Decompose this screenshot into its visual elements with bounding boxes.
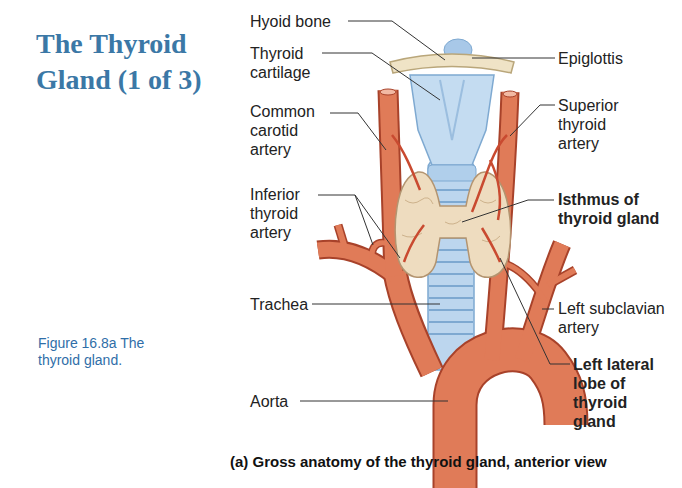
slide-title: The Thyroid Gland (1 of 3) [36,26,216,98]
part-label: Superior thyroid artery [558,96,648,153]
leader-lines [300,21,570,401]
part-label: Aorta [250,392,300,411]
figure-caption: (a) Gross anatomy of the thyroid gland, … [230,452,675,471]
part-label: Common carotid artery [250,102,330,159]
part-label: Left subclavian artery [558,299,676,337]
part-label: Isthmus of thyroid gland [558,190,678,228]
part-label: Left lateral lobe of thyroid gland [573,355,668,431]
part-label: Hyoid bone [250,12,346,31]
part-label: Trachea [250,295,320,314]
part-label: Thyroid cartilage [250,44,330,82]
part-label: Inferior thyroid artery [250,185,330,242]
figure-number: Figure 16.8a The thyroid gland. [38,335,173,369]
thyroid-gland-drawing [392,135,510,277]
larynx-drawing [390,39,514,181]
part-label: Epiglottis [558,49,668,68]
